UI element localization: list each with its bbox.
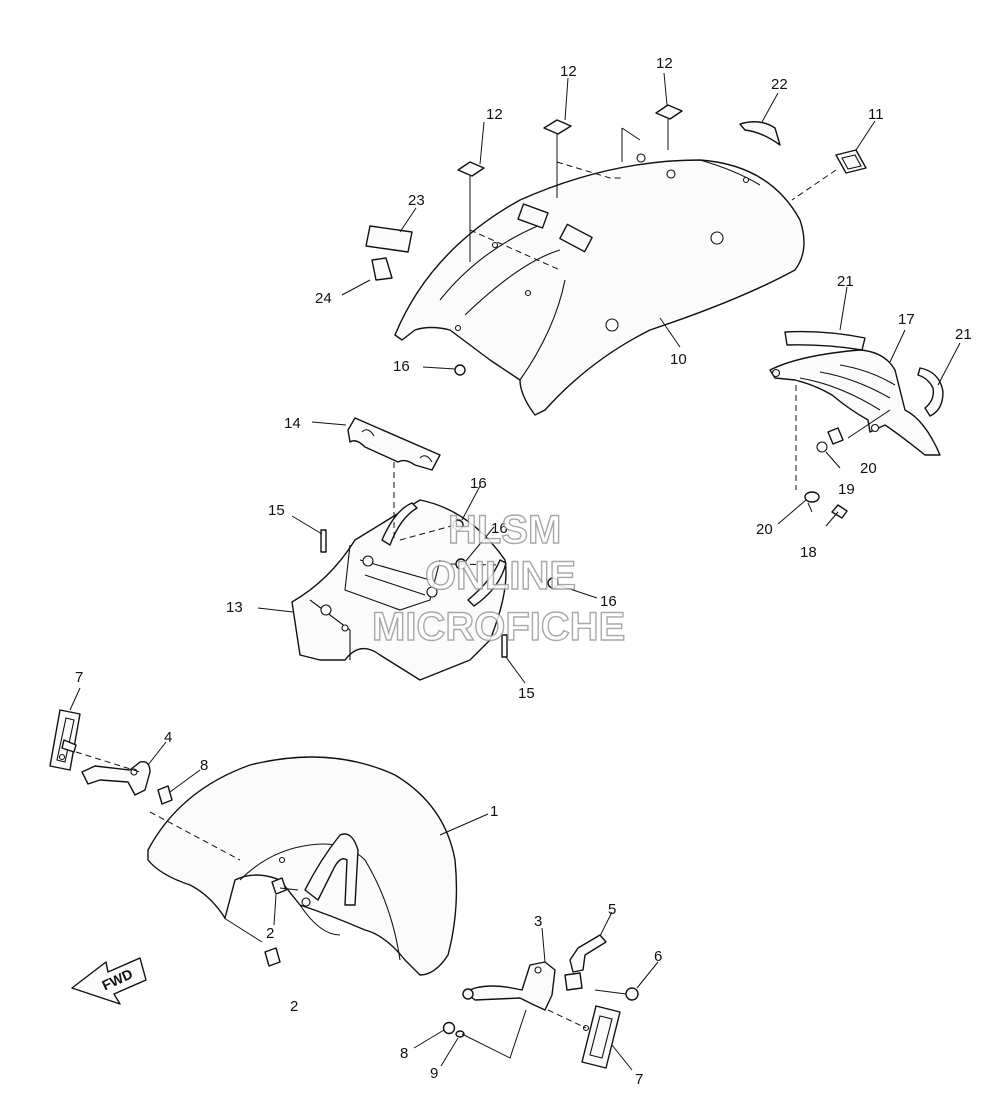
callout-16-c: 16 <box>600 593 617 610</box>
nut-8-and-washer-9 <box>442 1009 527 1059</box>
reflector-23 <box>365 225 413 253</box>
watermark-line-3: MICROFICHE <box>372 605 625 649</box>
pad-24 <box>371 257 393 281</box>
callout-18: 18 <box>800 544 817 561</box>
clips-15 <box>320 529 508 658</box>
callout-15-upper: 15 <box>268 502 285 519</box>
nuts-16 <box>399 364 559 589</box>
forward-direction-arrow: FWD <box>71 957 147 1005</box>
callout-20-upper: 20 <box>860 460 877 477</box>
callout-5: 5 <box>608 901 616 918</box>
callout-21-top: 21 <box>837 273 854 290</box>
bolts-2 <box>223 877 299 967</box>
callout-6: 6 <box>654 948 662 965</box>
reflector-left-7 <box>49 709 81 771</box>
callout-19: 19 <box>838 481 855 498</box>
callout-20-lower: 20 <box>756 521 773 538</box>
callout-15-lower: 15 <box>518 685 535 702</box>
callout-14: 14 <box>284 415 301 432</box>
inner-fender-13 <box>291 499 507 681</box>
callout-24: 24 <box>315 290 332 307</box>
callout-16-b: 16 <box>491 520 508 537</box>
tail-light-bracket <box>769 330 944 527</box>
callout-23: 23 <box>408 192 425 209</box>
callout-13: 13 <box>226 599 243 616</box>
callout-10: 10 <box>670 351 687 368</box>
callout-21-right: 21 <box>955 326 972 343</box>
reflector-stay-4 <box>75 751 173 805</box>
hook-5 <box>564 934 607 991</box>
watermark-line-1: HLSM <box>448 508 561 552</box>
reflector-stay-3 <box>462 961 556 1011</box>
callout-16-a: 16 <box>470 475 487 492</box>
callout-4: 4 <box>164 729 172 746</box>
callout-7-left: 7 <box>75 669 83 686</box>
callout-12-left: 12 <box>486 106 503 123</box>
cover-plate-14 <box>347 417 441 540</box>
grommet-11 <box>791 149 867 201</box>
callout-16-top: 16 <box>393 358 410 375</box>
front-fender <box>147 756 458 976</box>
callout-8-left: 8 <box>200 757 208 774</box>
callout-12-middle: 12 <box>560 63 577 80</box>
bolt-6 <box>594 987 639 1001</box>
seal-pads-12 <box>457 104 683 271</box>
watermark: HLSM ONLINE MICROFICHE <box>371 507 626 649</box>
callout-17: 17 <box>898 311 915 328</box>
callout-7-right: 7 <box>635 1071 643 1088</box>
watermark-line-2: ONLINE <box>425 554 576 598</box>
callout-8-right: 8 <box>400 1045 408 1062</box>
callout-numbers: 12 12 12 22 11 23 24 16 10 21 17 21 20 1… <box>75 55 972 1088</box>
callout-2-upper: 2 <box>266 925 274 942</box>
callout-22: 22 <box>771 76 788 93</box>
callout-1: 1 <box>490 803 498 820</box>
callout-12-right: 12 <box>656 55 673 72</box>
callout-9: 9 <box>430 1065 438 1082</box>
bracket-piece-22 <box>739 121 781 146</box>
reflector-right-7 <box>547 1005 621 1069</box>
leader-lines <box>69 72 961 1071</box>
callout-2-lower: 2 <box>290 998 298 1015</box>
callout-3: 3 <box>534 913 542 930</box>
rear-fender <box>394 153 805 416</box>
callout-11: 11 <box>868 106 884 123</box>
